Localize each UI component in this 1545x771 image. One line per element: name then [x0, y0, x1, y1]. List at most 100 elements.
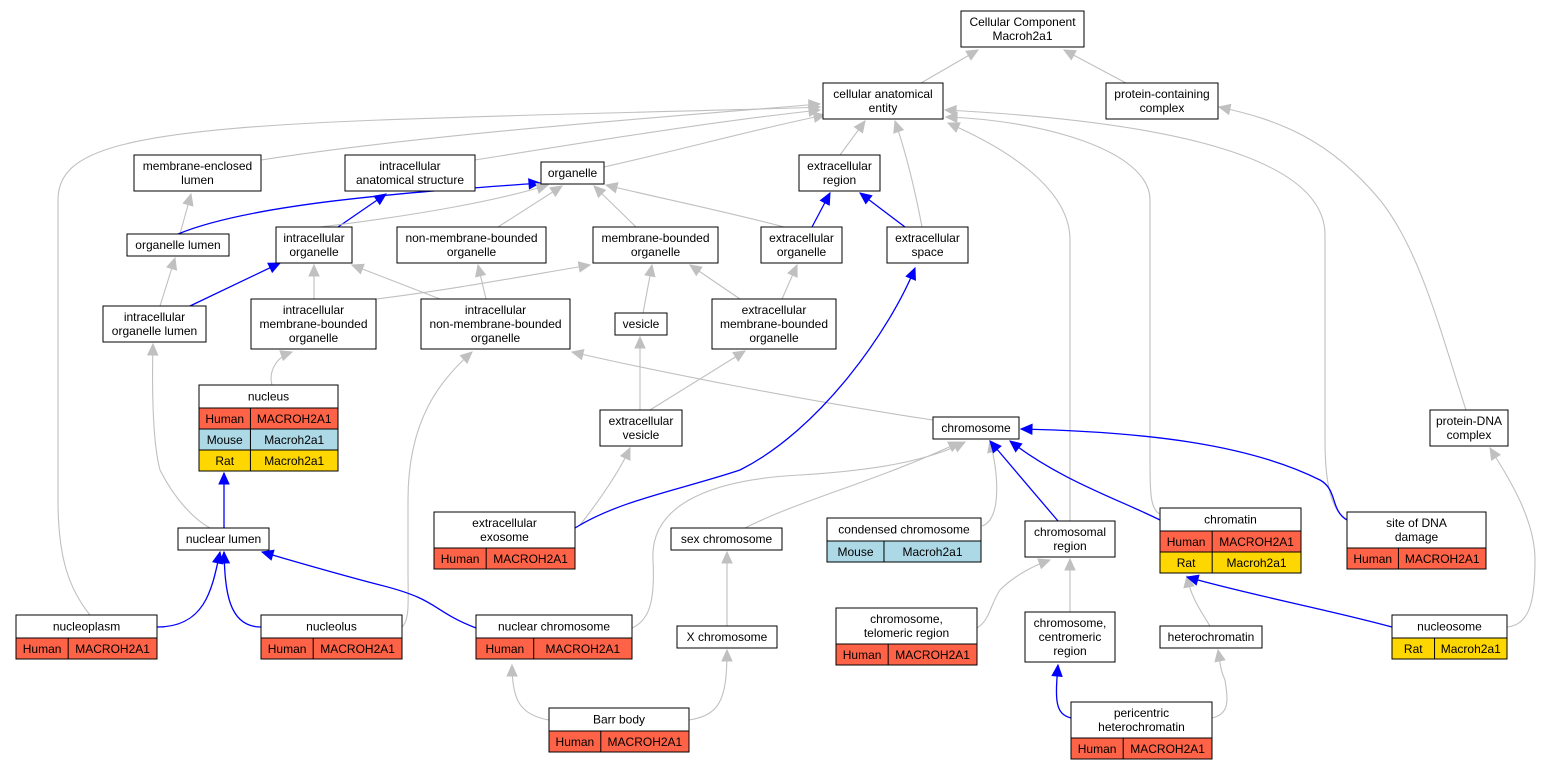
node-label: organelle lumen	[112, 324, 197, 338]
node-label: extracellular	[742, 303, 807, 317]
arrowhead-is-a	[593, 185, 607, 199]
node-box	[614, 312, 668, 336]
species-label: Human	[268, 642, 307, 656]
edge-ccr-to-chreg	[1064, 557, 1076, 612]
node-label: intracellular	[465, 303, 526, 317]
node-label: membrane-bounded	[259, 317, 367, 331]
node-label: organelle	[548, 166, 598, 180]
node-label: non-membrane-bounded	[429, 317, 561, 331]
node-xc[interactable]: X chromosome	[676, 625, 778, 649]
species-label: Human	[1078, 742, 1117, 756]
arrowhead-is-a	[732, 350, 747, 362]
node-label: protein-DNA	[1436, 414, 1502, 428]
node-inmbo[interactable]: intracellularnon-membrane-boundedorganel…	[420, 298, 571, 350]
node-label: membrane-bounded	[601, 231, 709, 245]
node-chr[interactable]: chromosome	[932, 416, 1020, 440]
edge-exos-to-exs	[574, 266, 916, 529]
edge-io-to-ias	[337, 193, 387, 228]
node-label: extracellular	[609, 414, 674, 428]
gene-label: MACROH2A1	[1219, 535, 1294, 549]
node-label: space	[911, 245, 943, 259]
edge-pdc-to-pcc	[1217, 103, 1467, 411]
edge-iol-to-io	[189, 262, 282, 307]
node-box	[1159, 625, 1263, 649]
edge-nl-to-nuc	[218, 471, 230, 528]
edge-exv-to-ves	[634, 335, 646, 410]
node-box	[760, 226, 843, 264]
node-box	[177, 527, 270, 551]
gene-label: Macroh2a1	[902, 545, 962, 559]
gene-label: MACROH2A1	[608, 735, 683, 749]
node-label: organelle	[777, 245, 827, 259]
node-label: intracellular	[283, 231, 344, 245]
edge-mel-to-cae	[260, 99, 822, 161]
node-org[interactable]: organelle	[540, 161, 605, 185]
node-label: chromosomal	[1034, 525, 1106, 539]
edge-ias-to-cae	[474, 105, 822, 161]
arrowhead-is-a	[459, 351, 473, 364]
edge-nc-to-nl	[260, 549, 477, 629]
node-orgl[interactable]: organelle lumen	[126, 233, 230, 257]
node-sexc[interactable]: sex chromosome	[670, 527, 783, 551]
edge-orgl-to-mel	[179, 192, 194, 235]
arrowhead-part-of	[373, 193, 387, 206]
arrowhead-is-a	[350, 263, 365, 275]
edge-sdd-to-chr	[1019, 423, 1348, 521]
node-box	[599, 409, 683, 447]
edge-exs-to-cae	[893, 119, 923, 228]
arrowhead-part-of	[1185, 574, 1200, 586]
node-het[interactable]: heterochromatin	[1159, 625, 1263, 649]
edge-ves-to-mbo	[642, 263, 656, 314]
node-ves[interactable]: vesicle	[614, 312, 668, 336]
node-box	[592, 226, 719, 264]
node-label: extracellular	[807, 159, 872, 173]
node-label: chromosome,	[870, 612, 943, 626]
node-label: region	[823, 173, 856, 187]
arrowhead-part-of	[267, 262, 282, 274]
node-box	[1105, 82, 1219, 120]
node-box	[670, 527, 783, 551]
species-label: Rat	[1177, 556, 1196, 570]
node-label: Barr body	[593, 713, 645, 727]
species-label: Rat	[1404, 642, 1423, 656]
edge-mbo-to-org	[593, 185, 637, 228]
node-nl[interactable]: nuclear lumen	[177, 527, 270, 551]
node-label: site of DNA	[1386, 516, 1447, 530]
node-label: complex	[1447, 428, 1492, 442]
